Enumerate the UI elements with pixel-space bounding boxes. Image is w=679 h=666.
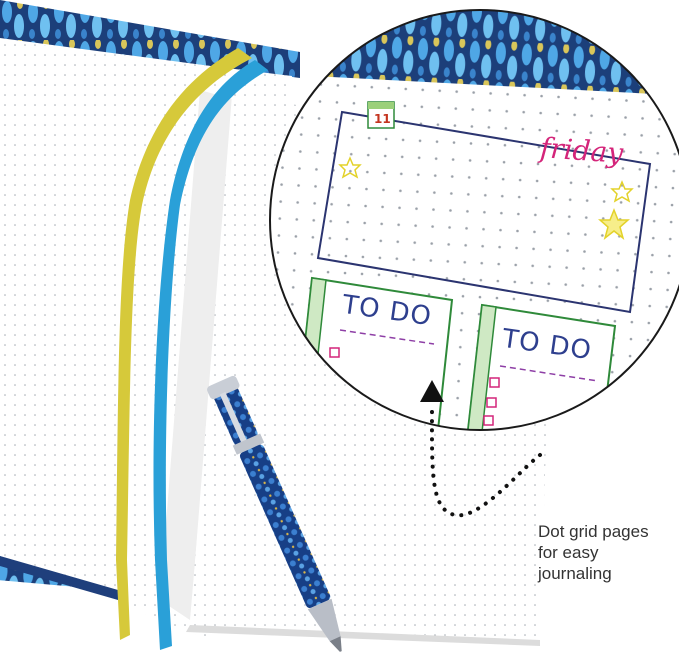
day-word: friday <box>538 131 625 170</box>
ribbon-bookmarks <box>116 48 268 650</box>
checkbox-icon <box>483 415 494 426</box>
planner-frame <box>316 110 652 314</box>
gutter-shadow <box>160 90 235 620</box>
checkbox-icon <box>486 397 497 408</box>
dotted-arrow-icon <box>420 380 542 518</box>
caption-text: Dot grid pages for easy journaling <box>538 521 678 584</box>
star-icon <box>598 207 630 240</box>
pen <box>207 375 342 652</box>
caption-line-3: journaling <box>538 564 612 583</box>
star-icon <box>338 156 362 179</box>
star-icon <box>610 180 634 203</box>
checkbox-icon <box>329 347 340 358</box>
checkbox-icon <box>489 377 500 388</box>
calendar-tab-icon <box>367 101 395 129</box>
caption-line-1: Dot grid pages <box>538 522 649 541</box>
caption-line-2: for easy <box>538 543 599 562</box>
date-number: 11 <box>374 112 391 126</box>
